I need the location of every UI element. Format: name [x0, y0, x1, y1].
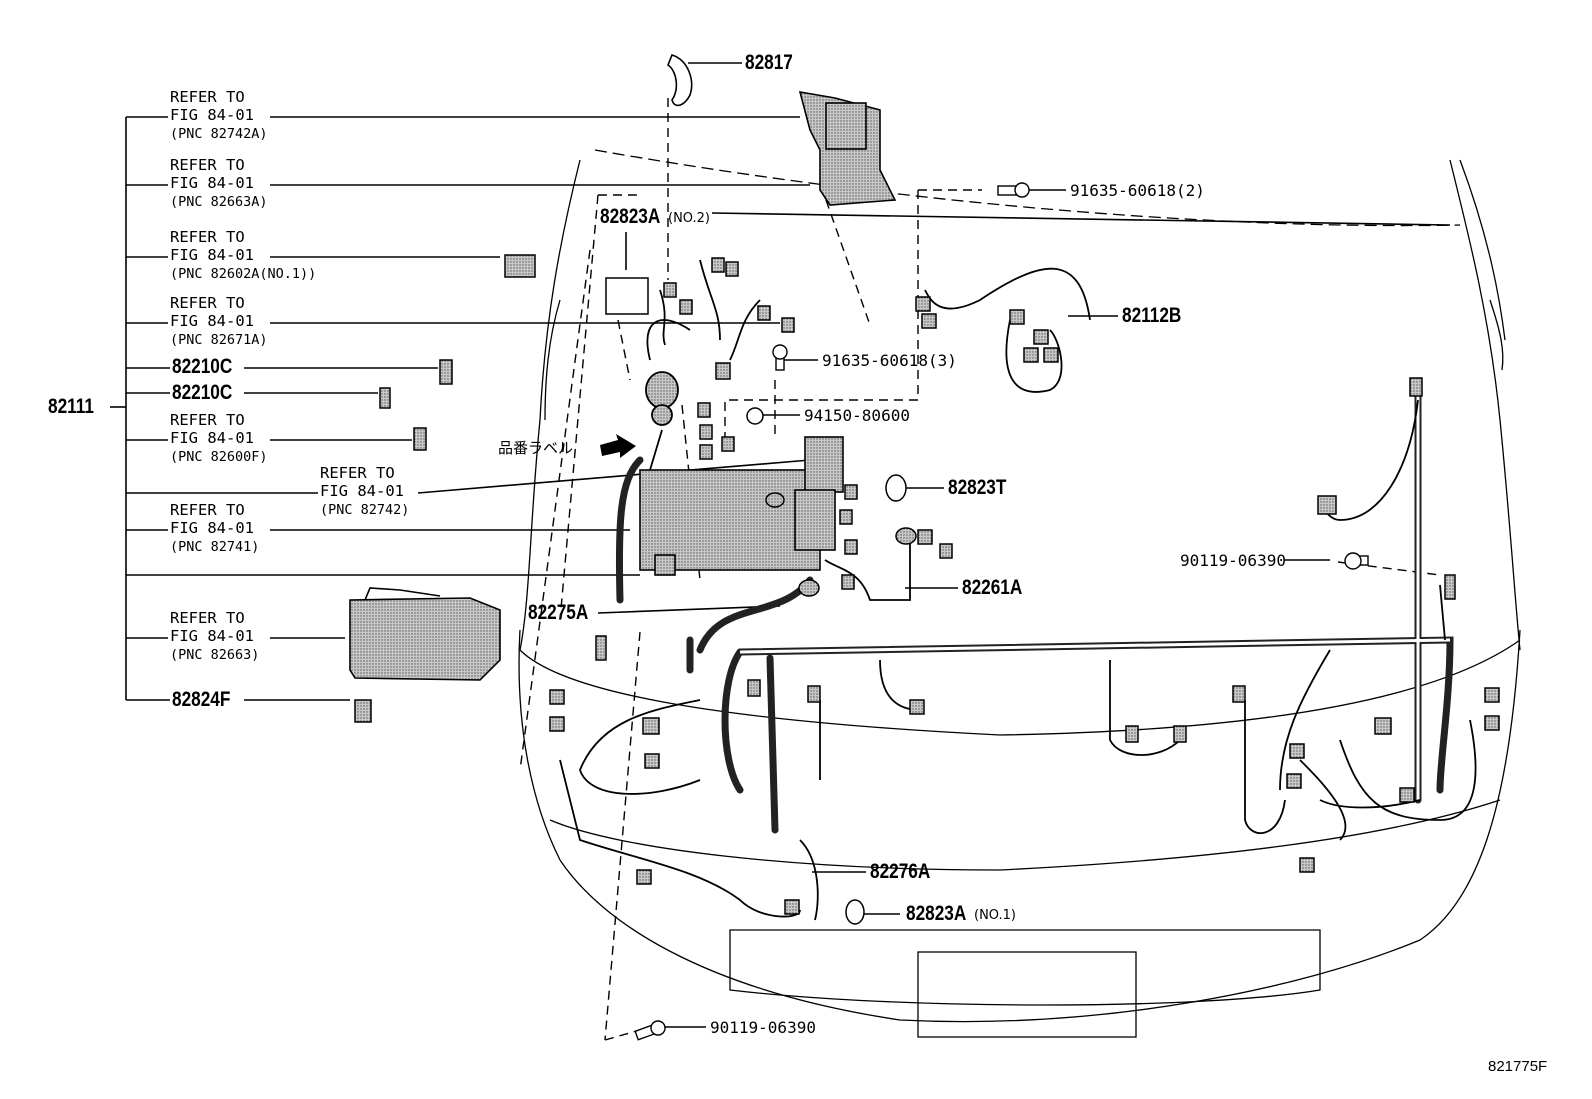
- ref-4-line1: REFER TO: [170, 294, 245, 312]
- part-number-label-callout: 品番ラベル: [498, 439, 574, 457]
- ref-8-line3: (PNC 82663): [170, 647, 260, 663]
- part-90119-06390-right: 90119-06390: [1180, 551, 1286, 570]
- ref-5-line3: (PNC 82600F): [170, 449, 268, 465]
- ref-3-line1: REFER TO: [170, 228, 245, 246]
- ref-6-line3: (PNC 82742): [320, 502, 410, 518]
- ref-1-line2: FIG 84-01: [170, 106, 254, 124]
- part-94150-80600: 94150-80600: [804, 406, 910, 425]
- ref-2-line3: (PNC 82663A): [170, 194, 268, 210]
- part-82112b: 82112B: [1122, 304, 1182, 327]
- ref-2-line2: FIG 84-01: [170, 174, 254, 192]
- part-82823a-no2: 82823A: [600, 205, 661, 228]
- ref-3-line2: FIG 84-01: [170, 246, 254, 264]
- ref-6-line1: REFER TO: [320, 464, 395, 482]
- part-82823a-no1: 82823A: [906, 902, 967, 925]
- part-82823a-no2-qualifier: (NO.2): [668, 211, 710, 226]
- part-91635-60618-2: 91635-60618(2): [1070, 181, 1205, 200]
- ref-4-line2: FIG 84-01: [170, 312, 254, 330]
- part-82817: 82817: [745, 51, 793, 74]
- part-82210c-1: 82210C: [172, 355, 233, 378]
- ref-7-line2: FIG 84-01: [170, 519, 254, 537]
- part-82824f: 82824F: [172, 688, 231, 711]
- ref-7-line1: REFER TO: [170, 501, 245, 519]
- ref-8-line1: REFER TO: [170, 609, 245, 627]
- part-82111: 82111: [48, 395, 94, 418]
- ref-7-line3: (PNC 82741): [170, 539, 260, 555]
- part-91635-60618-3: 91635-60618(3): [822, 351, 957, 370]
- part-82823a-no1-qualifier: (NO.1): [974, 908, 1016, 923]
- part-90119-06390-bottom: 90119-06390: [710, 1018, 816, 1037]
- part-82823t: 82823T: [948, 476, 1007, 499]
- ref-3-line3: (PNC 82602A(NO.1)): [170, 266, 317, 282]
- ref-6-line2: FIG 84-01: [320, 482, 404, 500]
- part-82275a: 82275A: [528, 601, 589, 624]
- ref-5-line1: REFER TO: [170, 411, 245, 429]
- part-82210c-2: 82210C: [172, 381, 233, 404]
- ref-5-line2: FIG 84-01: [170, 429, 254, 447]
- ref-1-line3: (PNC 82742A): [170, 126, 268, 142]
- part-82276a: 82276A: [870, 860, 931, 883]
- ref-8-line2: FIG 84-01: [170, 627, 254, 645]
- part-82261a: 82261A: [962, 576, 1023, 599]
- ref-4-line3: (PNC 82671A): [170, 332, 268, 348]
- figure-id: 821775F: [1488, 1058, 1548, 1075]
- ref-1-line1: REFER TO: [170, 88, 245, 106]
- ref-2-line1: REFER TO: [170, 156, 245, 174]
